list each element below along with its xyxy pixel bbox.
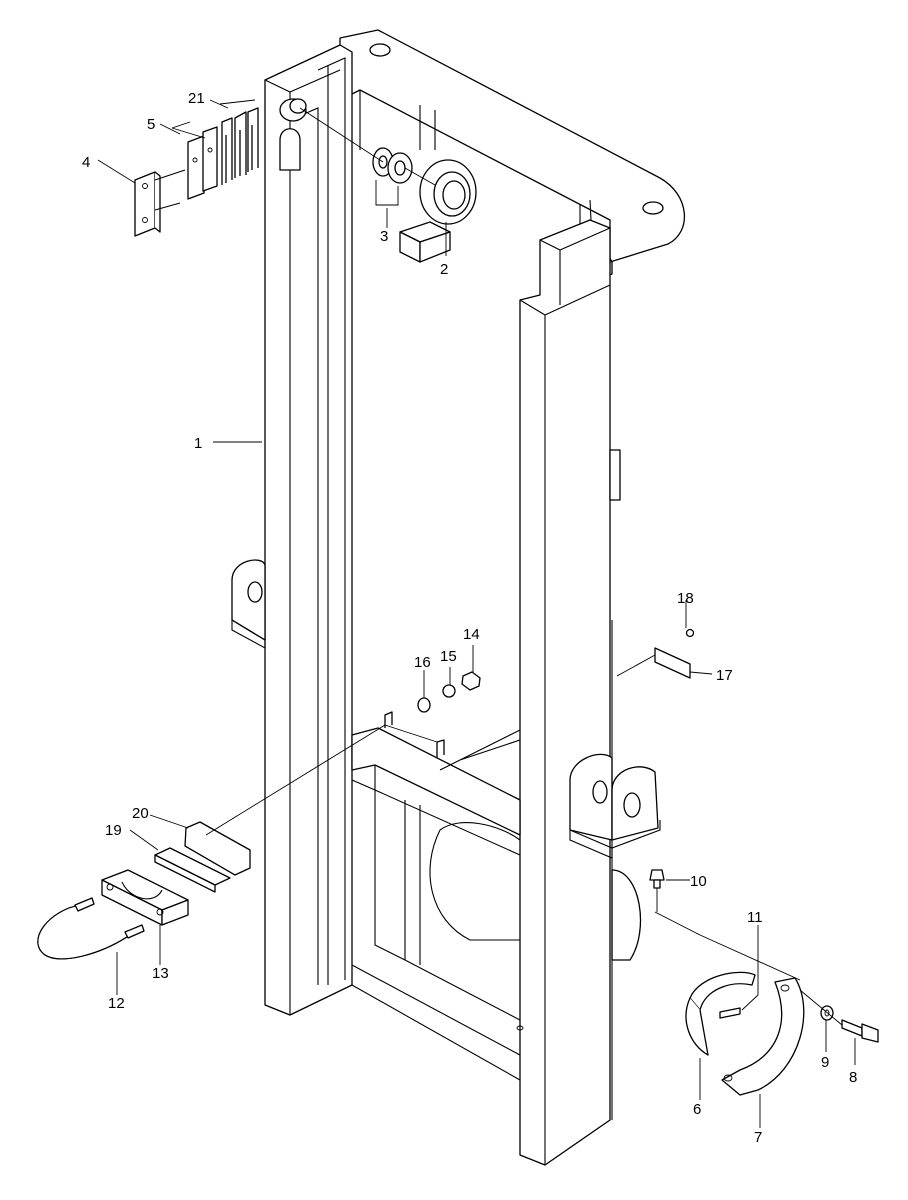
callout-9: 9 [821,1054,829,1071]
callout-3: 3 [380,228,388,245]
part-5-shims [187,126,218,200]
callout-18: 18 [677,590,694,607]
callout-2: 2 [440,261,448,278]
mast-frame [231,29,685,1166]
part-2-bearing-block [399,159,477,263]
part-18-screw [685,628,695,638]
callout-10: 10 [690,873,707,890]
callout-14: 14 [463,626,480,643]
callout-5: 5 [147,116,155,133]
callout-21: 21 [188,90,205,107]
callout-12: 12 [108,995,125,1012]
callout-labels: 1 2 3 4 5 6 7 8 9 10 11 12 13 14 15 16 1… [82,90,857,1146]
part-20-shim [184,821,251,876]
part-16-washer [417,697,431,713]
stud [384,711,445,758]
callout-15: 15 [440,648,457,665]
part-14-nut [461,671,481,691]
callout-4: 4 [82,154,90,171]
part-6-bushing [685,971,756,1056]
callout-16: 16 [414,654,431,671]
callout-20: 20 [132,805,149,822]
callout-6: 6 [693,1101,701,1118]
part-7-cap [721,977,805,1096]
part-4-plate [134,169,186,237]
part-17-label-plate [654,647,691,679]
part-19-shim [154,847,231,893]
part-12-u-bolt [37,897,145,960]
callout-19: 19 [105,822,122,839]
callout-8: 8 [849,1069,857,1086]
leader-lines [97,99,856,1128]
part-15-washer [442,684,456,698]
part-8-bolt [841,1019,879,1043]
part-3-washers [372,147,413,184]
callout-1: 1 [194,435,202,452]
part-13-clamp-block [101,869,189,926]
part-10-grease-fitting [649,869,665,912]
callout-13: 13 [152,965,169,982]
callout-11: 11 [747,909,763,926]
callout-7: 7 [754,1129,762,1146]
part-11-pin [719,1007,741,1019]
top-plug [279,98,307,122]
part-21-slotted-shims [221,107,259,185]
callout-17: 17 [716,667,733,684]
